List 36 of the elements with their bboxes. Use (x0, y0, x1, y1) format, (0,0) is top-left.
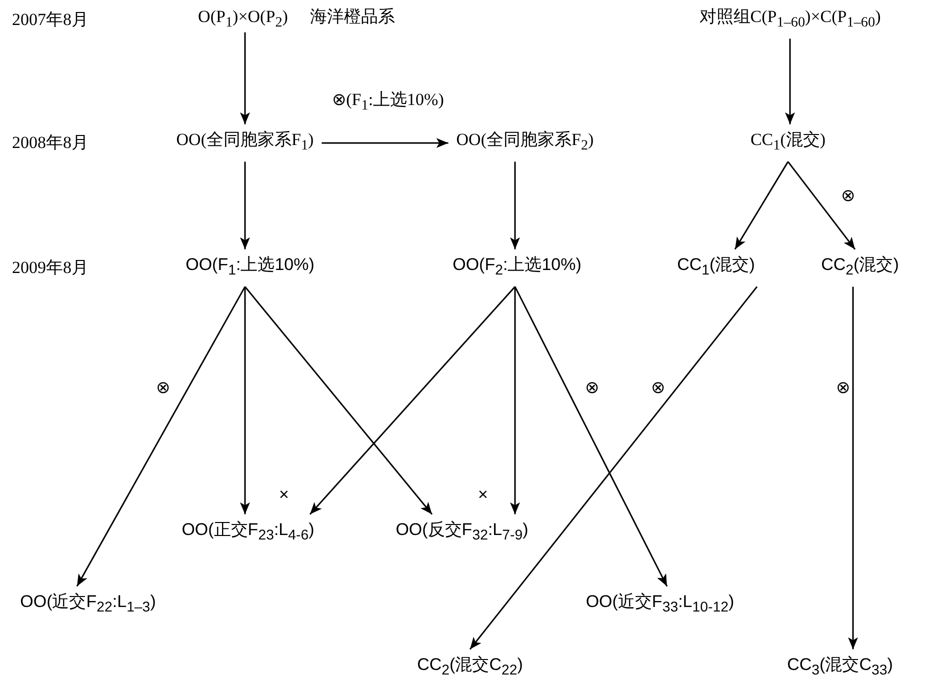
arrow (510, 286, 520, 514)
generation-label: CC$_{1}$(混交) (677, 255, 755, 281)
generation-label: OO(F$_{2}$:上选10%) (452, 255, 582, 281)
generation-label: 对照组C(P$_{1–60}$)×C(P$_{1–60}$) (699, 7, 881, 33)
generation-label: CC$_{3}$(混交C$_{33}$) (787, 655, 893, 681)
arrow (76, 286, 246, 587)
arrow (469, 286, 758, 650)
arrow (734, 161, 789, 250)
generation-label: CC$_{1}$(混交) (750, 130, 826, 156)
arrow (787, 161, 856, 250)
generation-label: OO(F$_{1}$:上选10%) (186, 255, 314, 281)
arrow (510, 162, 520, 250)
arrow (848, 286, 858, 650)
generation-label: OO(正交F$_{23}$:L$_{4-6}$) (182, 520, 314, 546)
date-label: 2008年8月 (12, 133, 88, 153)
generation-label: CC$_{2}$(混交C$_{22}$) (417, 655, 523, 681)
cross-sign: × (478, 485, 488, 505)
cross-label: O(P$_{1}$)×O(P$_{2}$) (198, 7, 288, 26)
arrow (244, 286, 433, 515)
arrow (322, 138, 448, 148)
arrow (514, 286, 668, 587)
strain-note: 海洋橙品系 (310, 7, 395, 26)
generation-label: OO(反交F$_{32}$:L$_{7-9}$) (396, 520, 528, 546)
generation-label: CC$_{2}$(混交) (821, 255, 899, 281)
date-label: 2007年8月 (12, 10, 88, 30)
generation-label: OO(近交F$_{22}$:L$_{1–3}$) (20, 592, 156, 618)
generation-label: OO(全同胞家系F$_{2}$) (456, 130, 594, 156)
generation-label: OO(近交F$_{33}$:L$_{10-12}$) (586, 592, 734, 618)
date-label: 2009年8月 (12, 258, 88, 278)
arrow (240, 286, 250, 514)
arrow (240, 32, 250, 124)
arrow (309, 286, 516, 515)
generation-label: OO(全同胞家系F$_{1}$) (176, 130, 314, 156)
arrow (240, 162, 250, 250)
arrow (785, 38, 795, 124)
cross-sign: × (279, 485, 289, 505)
